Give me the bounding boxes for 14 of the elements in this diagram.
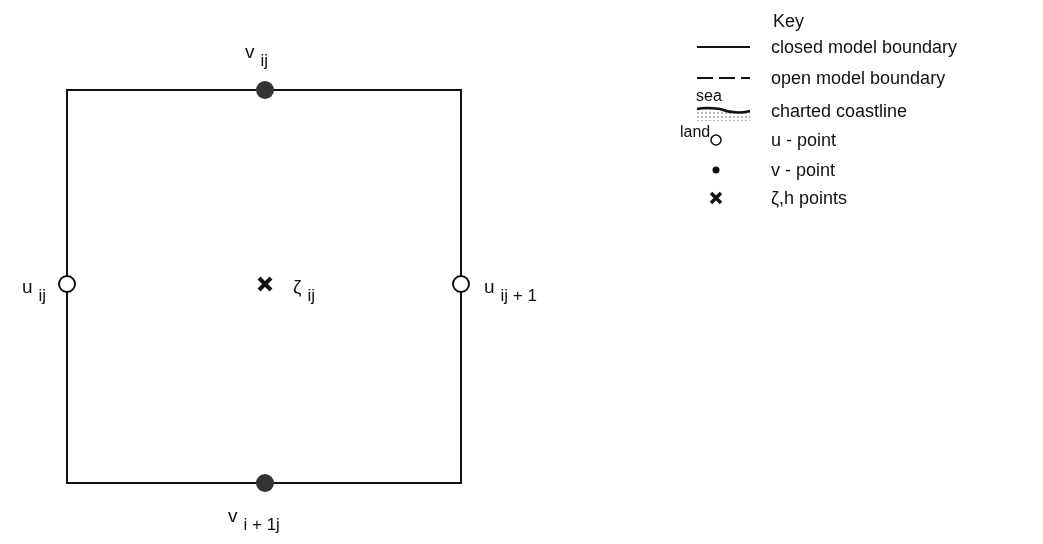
legend-text: v - point (771, 161, 836, 179)
legend-text: ζ,h points (771, 189, 847, 207)
grid-point-label: v$_{ij}$ (245, 42, 269, 69)
legend-text: open model boundary (771, 69, 946, 87)
legend-text: charted coastline (771, 102, 908, 120)
grid-point-label: ζ$_{ij}$ (293, 277, 315, 304)
grid-point-label: u$_{ij + 1}$ (484, 277, 537, 304)
legend-sample-label: land (680, 124, 711, 140)
grid-point-label: u$_{ij}$ (22, 277, 47, 304)
legend-title: Key (773, 12, 805, 30)
legend-text: closed model boundary (771, 38, 958, 56)
legend-sample-label: sea (696, 88, 722, 104)
grid-point-label: v$_{i + 1j}$ (228, 506, 280, 533)
legend-text: u - point (771, 131, 837, 149)
